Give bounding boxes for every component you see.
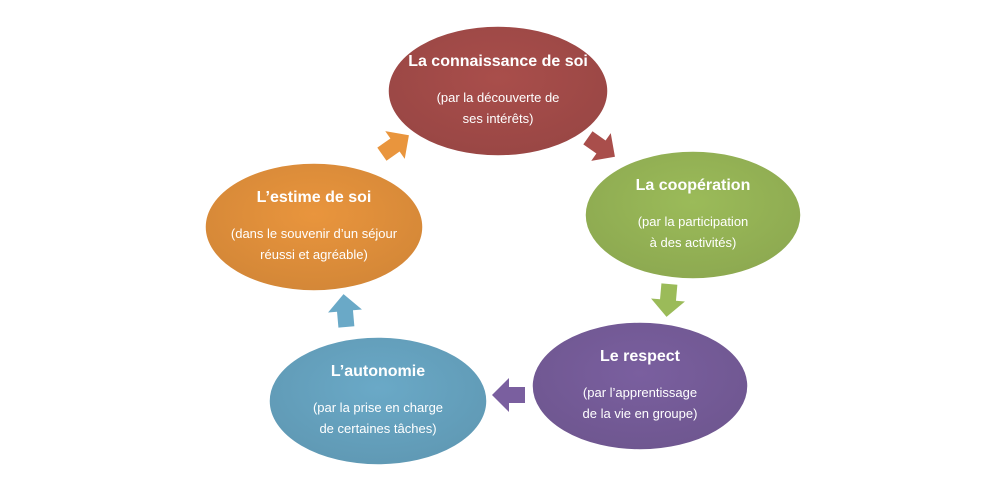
node-estime-shape — [204, 162, 424, 292]
node-autonomie: L’autonomie (par la prise en charge de cer… — [268, 336, 488, 466]
arrow-respect-to-autonomie — [492, 378, 525, 412]
node-autonomie-line-2: de certaines tâches) — [319, 421, 436, 436]
arrows-layer — [328, 131, 685, 412]
node-cooperation-shape — [584, 150, 802, 280]
node-estime-line-2: réussi et agréable) — [260, 247, 368, 262]
nodes-layer: La connaissance de soi (par la découverte… — [204, 25, 802, 466]
node-connaissance-line-2: ses intérêts) — [463, 111, 534, 126]
node-respect-title: Le respect — [600, 348, 681, 365]
node-cooperation: La coopération (par la participation à des… — [584, 150, 802, 280]
node-cooperation-title: La coopération — [636, 177, 751, 194]
arrow-autonomie-to-estime — [328, 294, 362, 328]
node-connaissance-shape — [387, 25, 609, 157]
node-estime-line-1: (dans le souvenir d’un séjour — [231, 226, 398, 241]
arrow-cooperation-to-respect — [651, 283, 685, 317]
node-respect-line-2: de la vie en groupe) — [583, 406, 698, 421]
node-autonomie-shape — [268, 336, 488, 466]
arrow-estime-to-connaissance — [377, 131, 409, 161]
node-autonomie-title: L’autonomie — [331, 363, 425, 380]
node-estime: L’estime de soi (dans le souvenir d’un sé… — [204, 162, 424, 292]
node-connaissance-line-1: (par la découverte de — [437, 90, 560, 105]
node-autonomie-line-1: (par la prise en charge — [313, 400, 443, 415]
node-respect: Le respect (par l’apprentissage de la vie … — [531, 321, 749, 451]
node-cooperation-line-2: à des activités) — [650, 235, 737, 250]
node-respect-line-1: (par l’apprentissage — [583, 385, 697, 400]
node-estime-title: L’estime de soi — [257, 189, 372, 206]
node-cooperation-line-1: (par la participation — [638, 214, 749, 229]
node-connaissance-title: La connaissance de soi — [408, 53, 588, 70]
node-connaissance: La connaissance de soi (par la découverte… — [387, 25, 609, 157]
arrow-connaissance-to-cooperation — [583, 131, 615, 161]
node-respect-shape — [531, 321, 749, 451]
